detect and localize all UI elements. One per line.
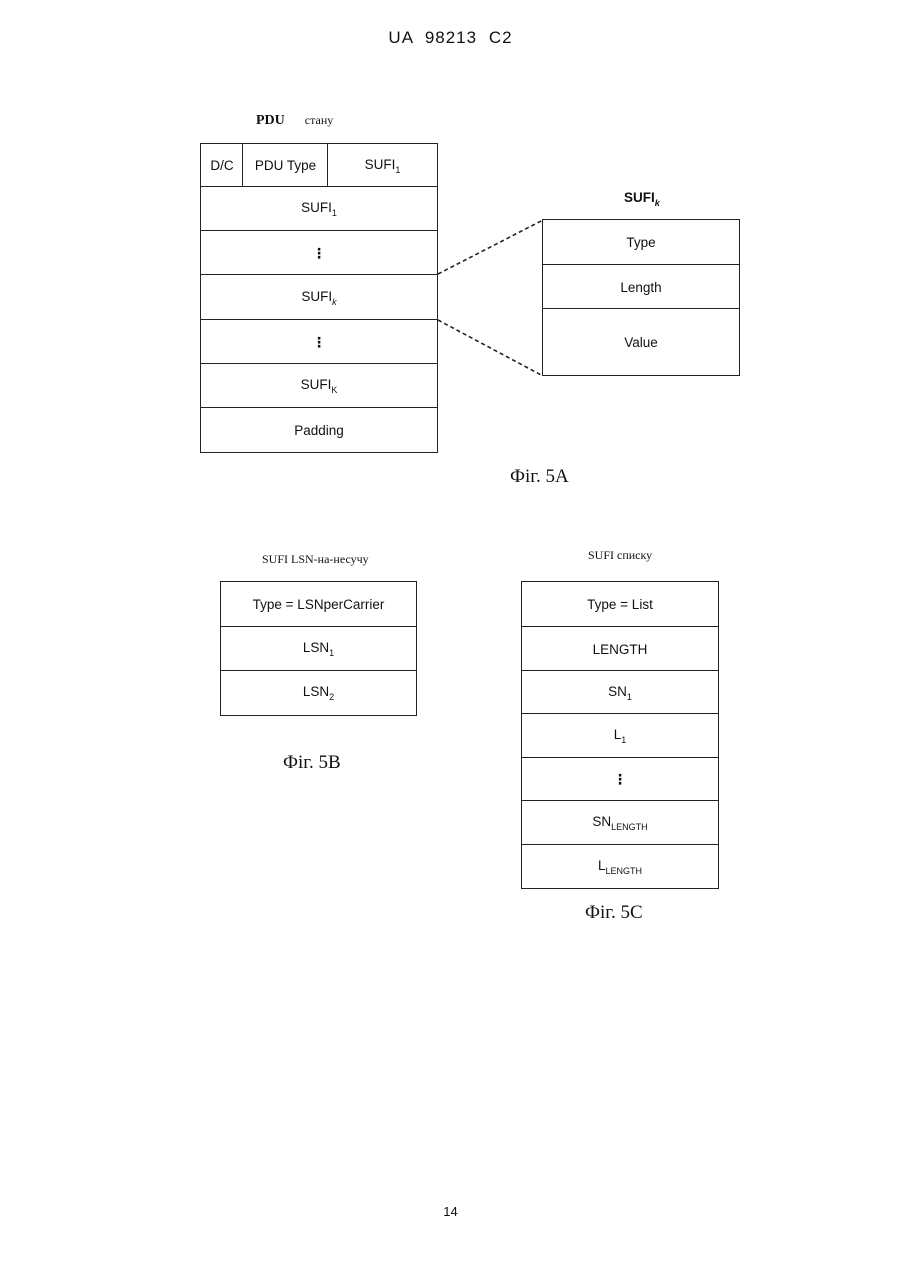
fig5c-caption: Фіг. 5С	[585, 902, 643, 924]
sufik-length-label: Length	[620, 280, 661, 295]
fig5c-row: LENGTH	[521, 626, 719, 672]
fig5c-row: ⋮	[521, 757, 719, 802]
fig5b-caption: Фіг. 5В	[283, 752, 341, 774]
fig5b-row-label: LSN1	[303, 640, 334, 658]
fig5c-row: SN1	[521, 670, 719, 715]
sufik-length-field: Length	[542, 264, 740, 310]
sufik-type-label: Type	[626, 235, 655, 250]
fig5c-row: L1	[521, 713, 719, 759]
lower-connector-line	[438, 320, 543, 376]
sufik-detail-title: SUFIk	[624, 190, 660, 208]
fig5b-type-label: Type = LSNperCarrier	[253, 597, 385, 612]
fig5b-row: Type = LSNperCarrier	[220, 581, 417, 628]
fig5c-row-label: L1	[614, 727, 627, 745]
fig5c-row: Type = List	[521, 581, 719, 628]
fig5c-row-label: LLENGTH	[598, 858, 642, 876]
fig5b-row-label: LSN2	[303, 684, 334, 702]
sufik-value-field: Value	[542, 308, 740, 376]
fig5c-row-label: SN1	[608, 684, 632, 702]
vertical-ellipsis-icon: ⋮	[613, 777, 627, 782]
fig5c-row-label: SNLENGTH	[592, 814, 647, 832]
sufik-value-label: Value	[624, 335, 658, 350]
fig5c-type-label: Type = List	[587, 597, 653, 612]
fig5c-title: SUFI списку	[588, 548, 652, 563]
fig5b-row: LSN2	[220, 670, 417, 716]
fig5c-row: LLENGTH	[521, 844, 719, 889]
fig5b-title: SUFI LSN-на-несучу	[262, 552, 369, 567]
fig5b-row: LSN1	[220, 626, 417, 672]
fig5c-row: SNLENGTH	[521, 800, 719, 846]
upper-connector-line	[438, 220, 543, 274]
fig5c-length-label: LENGTH	[593, 642, 648, 657]
fig5a-caption: Фіг. 5А	[510, 466, 569, 488]
sufik-type-field: Type	[542, 219, 740, 266]
